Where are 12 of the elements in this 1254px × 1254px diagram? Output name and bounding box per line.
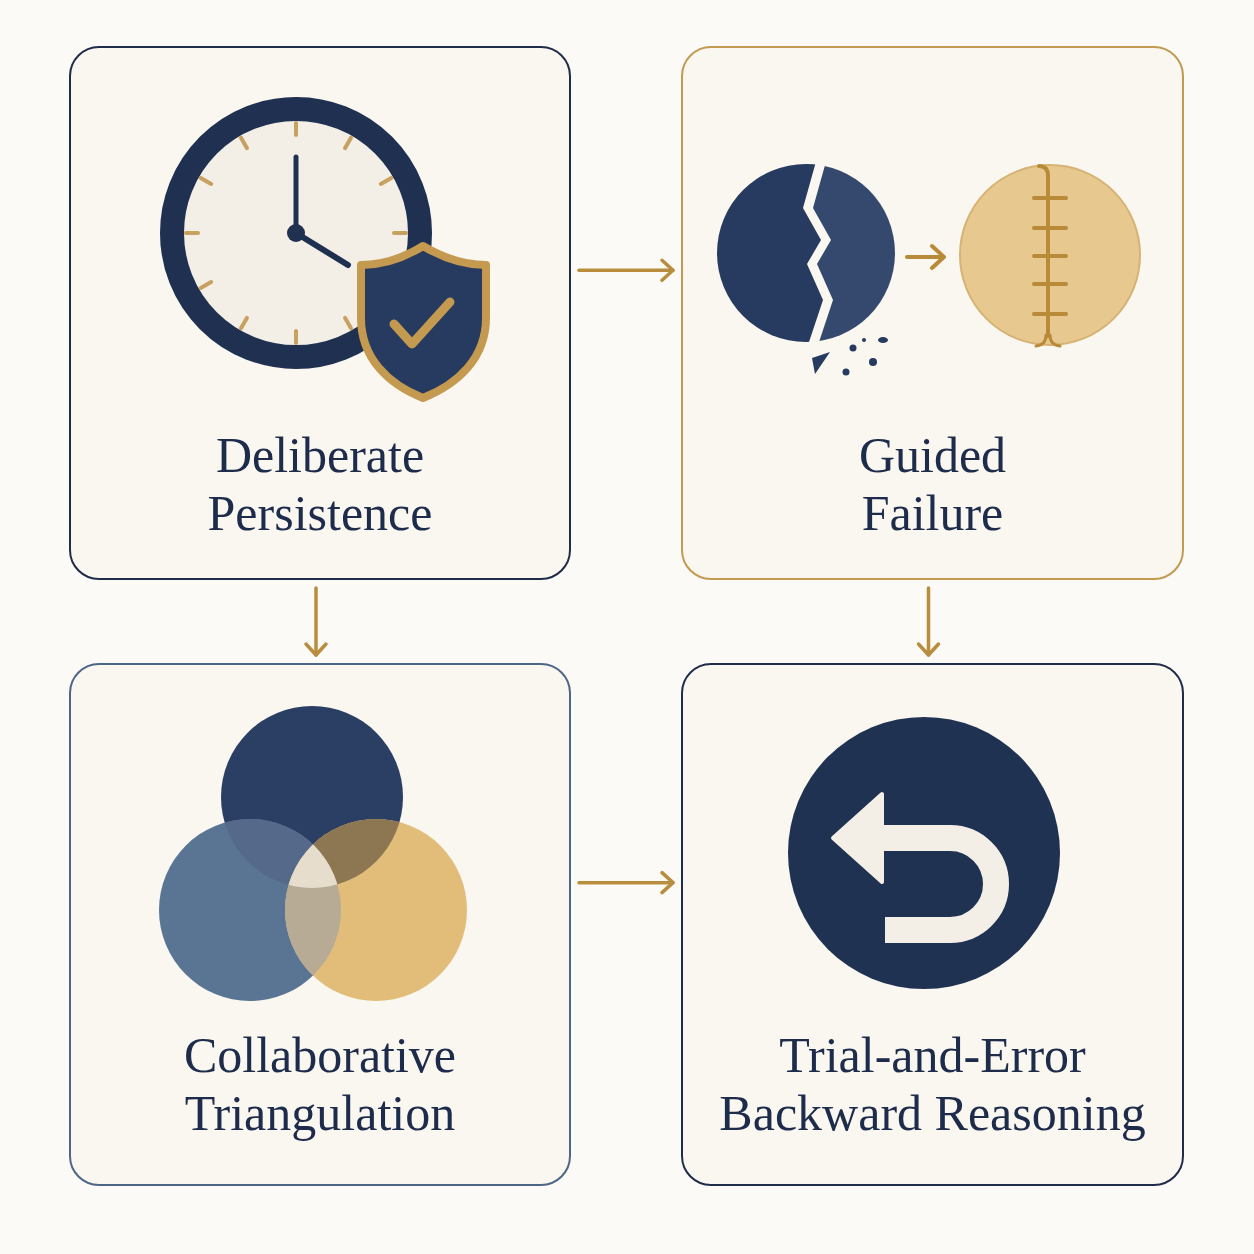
card xyxy=(69,663,571,1186)
arrow xyxy=(577,258,675,283)
card-title: Trial-and-Error Backward Reasoning xyxy=(718,1026,1147,1142)
card xyxy=(681,663,1184,1186)
card-title: Guided Failure xyxy=(857,426,1008,542)
card-title: Collaborative Triangulation xyxy=(182,1026,458,1142)
arrow xyxy=(577,870,675,895)
card-title: Deliberate Persistence xyxy=(206,426,434,542)
arrow xyxy=(916,586,941,657)
card xyxy=(681,46,1184,580)
card xyxy=(69,46,571,580)
arrow xyxy=(304,586,328,657)
